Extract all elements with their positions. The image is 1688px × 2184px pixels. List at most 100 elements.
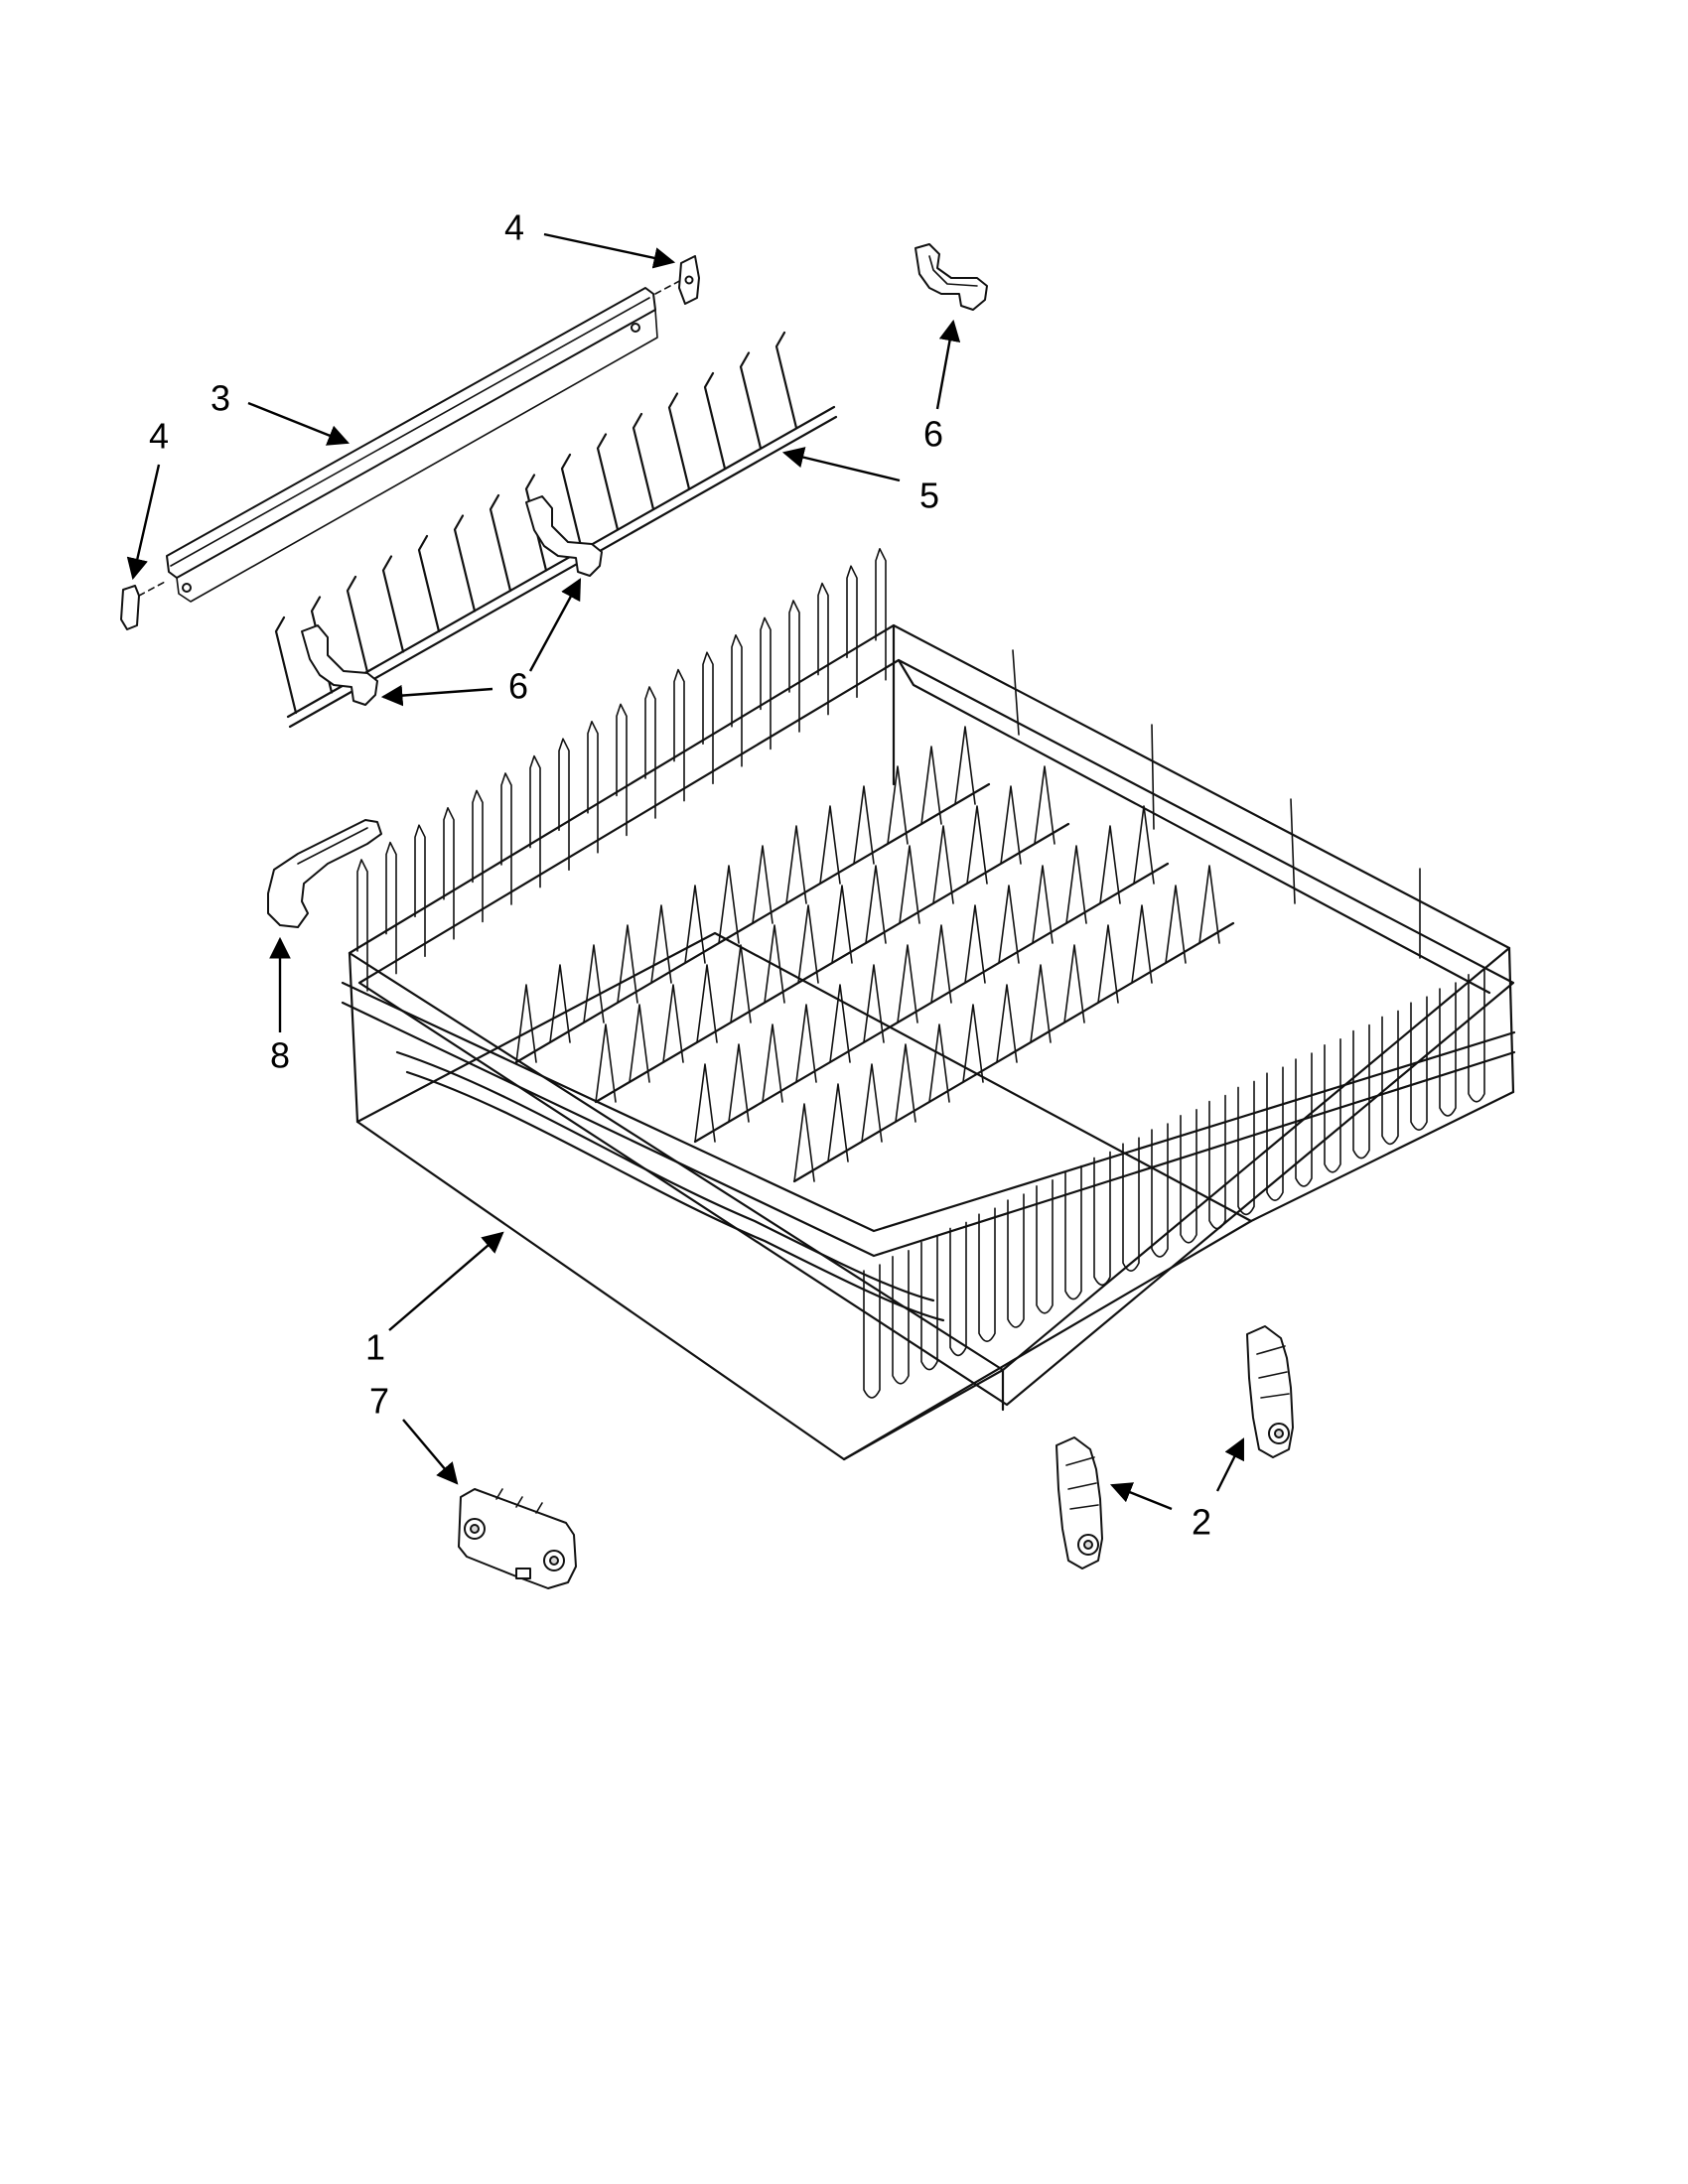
inner-row-rail bbox=[792, 921, 1235, 1183]
inner-tine bbox=[863, 964, 885, 1043]
left-wall-tine bbox=[472, 789, 484, 923]
inner-tine bbox=[752, 845, 774, 924]
front-wall-tine bbox=[1352, 1024, 1370, 1160]
left-wall-tine bbox=[760, 616, 772, 751]
left-wall-tine bbox=[529, 754, 541, 888]
inner-tine bbox=[1099, 825, 1121, 904]
inner-tine bbox=[996, 984, 1018, 1063]
inner-tine bbox=[793, 1103, 815, 1182]
front-wall-tine bbox=[1439, 982, 1457, 1117]
tine-5 bbox=[381, 555, 405, 653]
tine-5 bbox=[524, 474, 548, 572]
inner-tine bbox=[1131, 904, 1153, 984]
tine-5 bbox=[774, 331, 798, 430]
inner-tine bbox=[1032, 865, 1054, 944]
front-wall-tine bbox=[1410, 996, 1428, 1131]
leader-6-middle bbox=[528, 578, 582, 672]
inner-tine bbox=[853, 785, 875, 865]
inner-tine bbox=[998, 885, 1020, 964]
inner-tine bbox=[1133, 805, 1155, 885]
tine-5 bbox=[560, 453, 584, 552]
left-wall-tine bbox=[443, 807, 455, 940]
tine-5 bbox=[739, 351, 763, 450]
inner-tine bbox=[1030, 964, 1052, 1043]
tine-5 bbox=[489, 493, 512, 593]
roller-part-2-left bbox=[1055, 1436, 1103, 1570]
front-wall-tine bbox=[1468, 968, 1485, 1103]
inner-tine bbox=[797, 904, 819, 984]
inner-tine bbox=[595, 1024, 617, 1103]
leader-4-top bbox=[543, 232, 676, 269]
front-wall-tine bbox=[1180, 1109, 1197, 1244]
inner-tine bbox=[662, 984, 684, 1063]
tine-5 bbox=[703, 371, 727, 471]
inner-tine bbox=[966, 805, 988, 885]
tine-5 bbox=[632, 412, 655, 511]
inner-tine bbox=[831, 885, 853, 964]
front-wall-tine bbox=[920, 1235, 938, 1371]
callout-6-middle: 6 bbox=[508, 666, 528, 707]
dish-rack-part-1 bbox=[341, 548, 1516, 1461]
left-wall-tine bbox=[644, 686, 656, 819]
leader-6-top-right bbox=[935, 319, 961, 410]
callout-2: 2 bbox=[1192, 1502, 1211, 1543]
inner-tine bbox=[827, 1083, 849, 1162]
callout-7: 7 bbox=[369, 1381, 389, 1422]
end-cap-part-4-top bbox=[678, 255, 700, 305]
callout-labels: 4 3 4 6 5 6 8 1 7 2 bbox=[149, 207, 1211, 1543]
callout-4-top: 4 bbox=[504, 207, 524, 248]
leader-7 bbox=[402, 1419, 459, 1485]
inner-tine bbox=[1165, 885, 1187, 964]
left-wall-tine bbox=[788, 600, 800, 733]
leader-5 bbox=[781, 447, 901, 482]
inner-tine bbox=[629, 1004, 650, 1083]
inner-tine bbox=[964, 904, 986, 984]
front-wall-tine bbox=[949, 1221, 967, 1357]
left-wall-tine bbox=[500, 772, 512, 905]
inner-tine bbox=[954, 726, 976, 805]
front-wall-tine bbox=[1007, 1193, 1025, 1328]
clip-part-6-top-right bbox=[914, 243, 988, 311]
left-wall-tine bbox=[616, 703, 628, 837]
front-wall-tine bbox=[1036, 1179, 1054, 1314]
left-wall-tine bbox=[731, 634, 743, 767]
inner-tine bbox=[728, 1043, 750, 1123]
inner-tine bbox=[1000, 785, 1022, 865]
inner-tine bbox=[549, 964, 571, 1043]
clip-part-6-left bbox=[301, 624, 378, 706]
left-wall-tine bbox=[385, 841, 397, 975]
inner-tine bbox=[696, 964, 718, 1043]
leader-1 bbox=[388, 1231, 504, 1331]
latch-part-8 bbox=[267, 819, 382, 928]
callout-4-left: 4 bbox=[149, 416, 169, 457]
front-wall-tine bbox=[1324, 1038, 1341, 1173]
front-wall-tine bbox=[863, 1264, 881, 1399]
tine-5 bbox=[596, 433, 620, 531]
front-wall-tine bbox=[1381, 1010, 1399, 1146]
inner-tine bbox=[932, 825, 954, 904]
inner-tine bbox=[795, 1004, 817, 1083]
tine-row-part-5 bbox=[274, 331, 838, 729]
inner-tine bbox=[718, 865, 740, 944]
leader-6-left bbox=[380, 684, 493, 707]
bracket-part-7 bbox=[458, 1488, 577, 1589]
callout-1: 1 bbox=[365, 1327, 385, 1368]
inner-tine bbox=[1065, 845, 1087, 924]
inner-tine bbox=[895, 1043, 916, 1123]
tine-5 bbox=[453, 514, 477, 613]
inner-tine bbox=[930, 924, 952, 1004]
front-wall-tine bbox=[1122, 1137, 1140, 1272]
inner-tine bbox=[962, 1004, 984, 1083]
callout-3: 3 bbox=[211, 378, 230, 419]
leader-3 bbox=[247, 401, 351, 446]
inner-tine bbox=[785, 825, 807, 904]
inner-tine bbox=[515, 984, 537, 1063]
inner-tine bbox=[650, 904, 672, 984]
inner-tine bbox=[1034, 765, 1055, 845]
inner-tine bbox=[730, 944, 752, 1024]
inner-tine bbox=[865, 865, 887, 944]
front-wall-tine bbox=[1093, 1151, 1111, 1287]
callout-6-top-right: 6 bbox=[923, 414, 943, 455]
end-cap-part-4-left bbox=[120, 585, 140, 630]
